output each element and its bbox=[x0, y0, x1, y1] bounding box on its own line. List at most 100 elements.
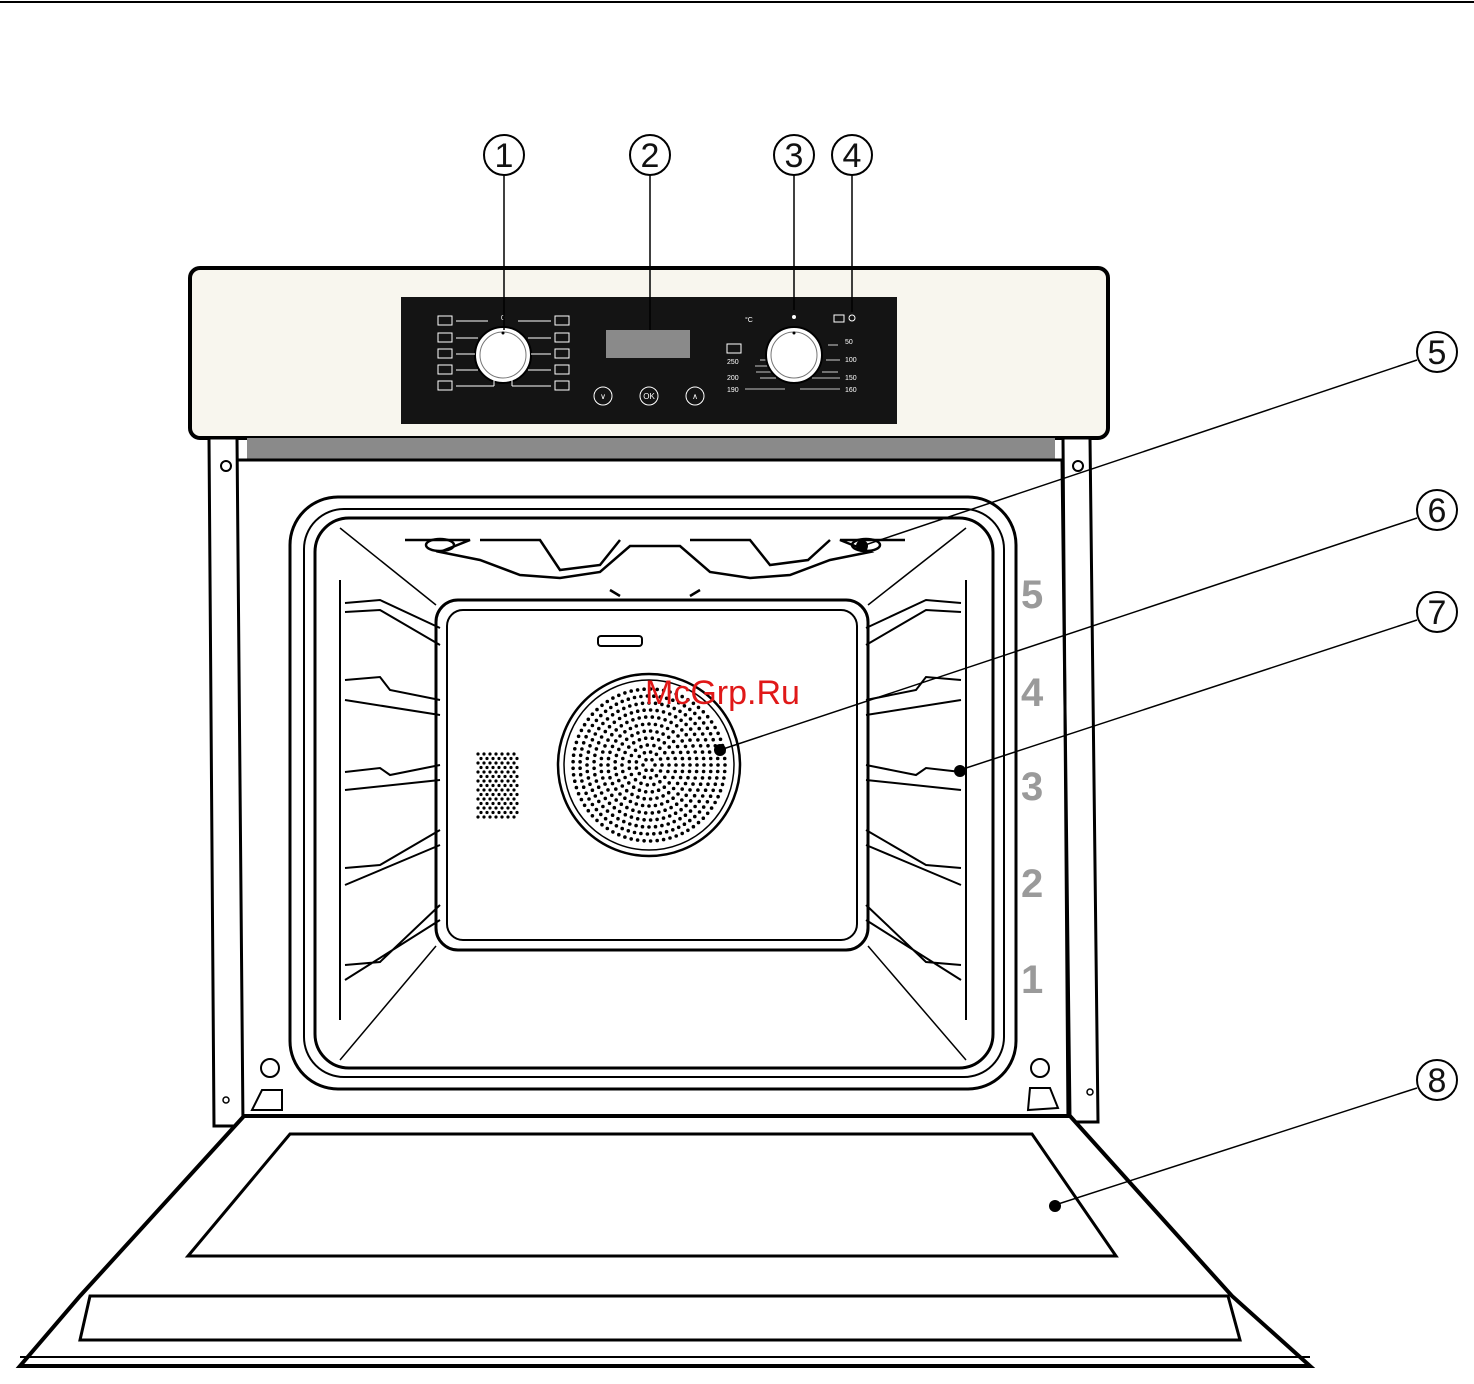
vent-hole bbox=[506, 788, 509, 791]
fan-cover-hole bbox=[666, 822, 670, 826]
fan-cover-hole bbox=[693, 733, 697, 737]
fan-cover-hole bbox=[587, 718, 591, 722]
fan-cover-hole bbox=[666, 770, 670, 774]
fan-cover-hole bbox=[658, 780, 662, 784]
fan-cover-hole bbox=[604, 817, 608, 821]
fan-cover-hole bbox=[629, 689, 633, 693]
fan-cover-hole bbox=[613, 806, 617, 810]
fan-cover-hole bbox=[587, 750, 591, 754]
fan-cover-hole bbox=[572, 753, 576, 757]
fan-cover-hole bbox=[624, 714, 628, 718]
fan-cover-hole bbox=[667, 763, 671, 767]
vent-hole bbox=[503, 766, 506, 769]
fan-cover-hole bbox=[723, 763, 727, 767]
fan-cover-hole bbox=[684, 813, 688, 817]
fan-cover-hole bbox=[691, 782, 695, 786]
vent-hole bbox=[479, 766, 482, 769]
fan-cover-hole bbox=[686, 829, 690, 833]
fan-cover-hole bbox=[674, 811, 678, 815]
fan-cover-hole bbox=[615, 773, 619, 777]
fan-cover-hole bbox=[622, 707, 626, 711]
vent-hole bbox=[476, 806, 479, 809]
fan-cover-hole bbox=[587, 809, 591, 813]
fan-cover-hole bbox=[655, 774, 659, 778]
fan-cover-hole bbox=[623, 796, 627, 800]
vent-hole bbox=[509, 775, 512, 778]
fan-cover-hole bbox=[604, 710, 608, 714]
fan-cover-hole bbox=[583, 804, 587, 808]
fan-cover-hole bbox=[649, 750, 653, 754]
vent-hole bbox=[500, 761, 503, 764]
fan-cover-hole bbox=[593, 773, 597, 777]
fan-cover-hole bbox=[586, 770, 590, 774]
fan-cover-hole bbox=[698, 716, 702, 720]
fan-cover-hole bbox=[642, 797, 646, 801]
function-selector-dial[interactable] bbox=[475, 327, 531, 383]
oven-door[interactable] bbox=[20, 1116, 1310, 1366]
vent-hole bbox=[512, 815, 515, 818]
fan-cover-hole bbox=[609, 706, 613, 710]
vent-hole bbox=[506, 770, 509, 773]
fan-cover-hole bbox=[684, 782, 688, 786]
fan-cover-hole bbox=[617, 748, 621, 752]
fan-cover-hole bbox=[625, 721, 629, 725]
fan-cover-hole bbox=[684, 794, 688, 798]
fan-cover-hole bbox=[628, 760, 632, 764]
vent-hole bbox=[506, 752, 509, 755]
fan-cover-hole bbox=[676, 782, 680, 786]
fan-cover-hole bbox=[677, 826, 681, 830]
side-runners-right[interactable] bbox=[866, 580, 966, 1020]
fan-cover-hole bbox=[660, 724, 664, 728]
callout-2: 2 bbox=[630, 135, 670, 175]
fan-cover-hole bbox=[667, 791, 671, 795]
fan-cover-hole bbox=[580, 779, 584, 783]
vent-hole bbox=[479, 775, 482, 778]
fan-cover-hole bbox=[657, 738, 661, 742]
fan-cover-hole bbox=[600, 704, 604, 708]
fan-cover-hole bbox=[611, 782, 615, 786]
fan-cover-hole bbox=[646, 832, 650, 836]
fan-cover-hole bbox=[585, 763, 589, 767]
fan-cover-hole bbox=[646, 783, 650, 787]
fan-cover-hole bbox=[689, 809, 693, 813]
fan-cover-hole bbox=[625, 806, 629, 810]
fan-cover-hole bbox=[621, 757, 625, 761]
vent-hole bbox=[497, 793, 500, 796]
fan-cover-hole bbox=[701, 732, 705, 736]
back-wall-vent bbox=[476, 752, 518, 818]
fan-cover-hole bbox=[600, 791, 604, 795]
fan-cover-hole bbox=[678, 817, 682, 821]
fan-cover-hole bbox=[650, 768, 654, 772]
fan-cover-hole bbox=[642, 818, 646, 822]
temperature-selector-dial[interactable] bbox=[766, 327, 822, 383]
fan-cover-hole bbox=[679, 719, 683, 723]
fan-cover-hole bbox=[635, 760, 639, 764]
vent-hole bbox=[488, 806, 491, 809]
vent-hole bbox=[509, 784, 512, 787]
fan-cover-hole bbox=[630, 773, 634, 777]
fan-cover-hole bbox=[702, 816, 706, 820]
temp-scale-right-160: 160 bbox=[845, 387, 857, 394]
vent-hole bbox=[503, 793, 506, 796]
vent-hole bbox=[482, 806, 485, 809]
fan-cover-hole bbox=[709, 794, 713, 798]
fan-cover-hole bbox=[641, 763, 645, 767]
fan-cover-hole bbox=[697, 821, 701, 825]
fan-cover-hole bbox=[663, 751, 667, 755]
fan-cover-hole bbox=[623, 776, 627, 780]
vent-hole bbox=[494, 806, 497, 809]
fan-cover-hole bbox=[644, 758, 648, 762]
fan-cover-hole bbox=[679, 808, 683, 812]
fan-cover-hole bbox=[688, 819, 692, 823]
fan-cover-hole bbox=[629, 837, 633, 841]
fan-cover-hole bbox=[613, 760, 617, 764]
fan-cover-hole bbox=[657, 716, 661, 720]
vent-hole bbox=[482, 797, 485, 800]
fan-cover-hole bbox=[571, 767, 575, 771]
fan-cover-hole bbox=[706, 726, 710, 730]
fan-cover-hole bbox=[716, 732, 720, 736]
fan-cover-hole bbox=[649, 776, 653, 780]
vent-hole bbox=[479, 757, 482, 760]
fan-cover-hole bbox=[600, 770, 604, 774]
fan-cover-hole bbox=[675, 802, 679, 806]
